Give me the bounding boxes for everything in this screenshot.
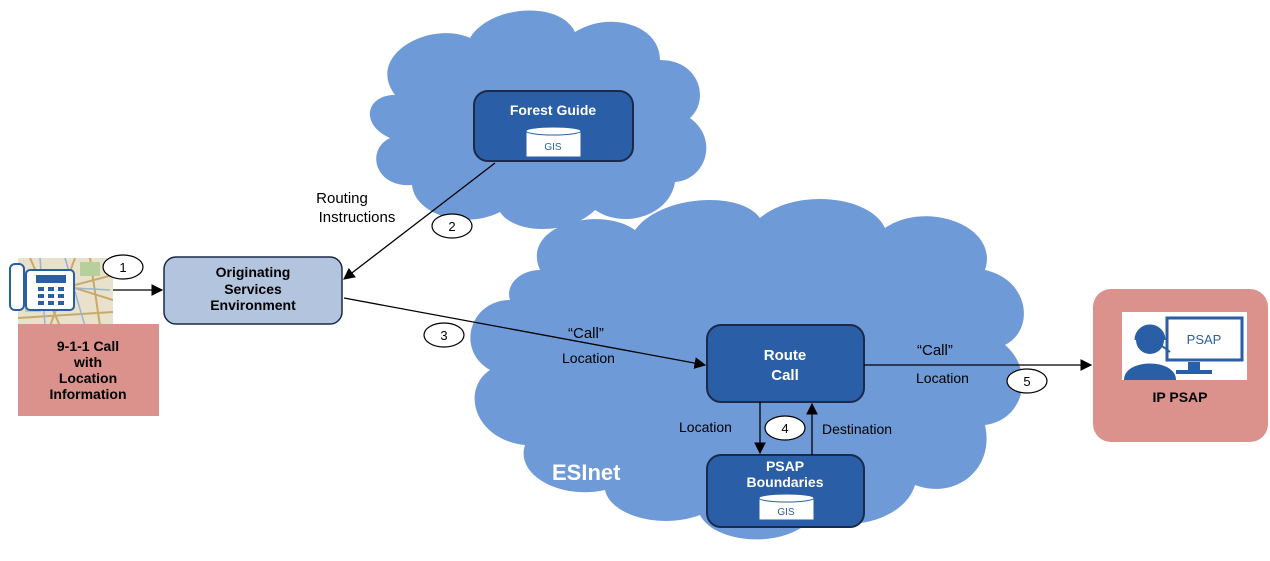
psap-boundaries-line2: Boundaries: [746, 474, 823, 490]
route-call-line2: Call: [771, 367, 799, 384]
arrow-forest-to-ose: [343, 162, 496, 280]
svg-text:4: 4: [781, 421, 788, 436]
svg-text:1: 1: [119, 260, 126, 275]
svg-text:2: 2: [448, 219, 455, 234]
gis-label: GIS: [544, 142, 562, 153]
psap-boundaries-box: PSAP Boundaries GIS: [706, 454, 865, 528]
gis-label: GIS: [777, 507, 795, 518]
esinet-label: ESInet: [552, 460, 621, 485]
caller-line3: Location: [59, 370, 117, 386]
ip-psap-label: IP PSAP: [1153, 389, 1208, 405]
originating-services-box: Originating Services Environment: [163, 256, 343, 325]
ip-psap-box: PSAP IP PSAP: [1093, 289, 1268, 442]
step-marker: 5: [1006, 368, 1048, 394]
call-label-in: “Call”: [568, 325, 604, 342]
forest-guide-label: Forest Guide: [510, 102, 597, 118]
ose-line1: Originating: [216, 264, 291, 280]
svg-text:3: 3: [440, 328, 447, 343]
caller-line1: 9-1-1 Call: [57, 338, 119, 354]
caller-line2: with: [73, 354, 102, 370]
telephone-icon: [9, 263, 75, 311]
route-call-box: Route Call: [706, 324, 865, 403]
caller-group: 9-1-1 Call with Location Information: [9, 258, 159, 416]
edges: [113, 162, 1093, 455]
psap-boundaries-line1: PSAP: [766, 458, 804, 474]
database-icon: [525, 126, 582, 158]
screen-text: PSAP: [1187, 332, 1222, 347]
call-label-out: “Call”: [917, 342, 953, 359]
step-marker: 2: [431, 213, 473, 239]
location-label-in: Location: [562, 350, 615, 366]
step-marker: 4: [764, 415, 806, 441]
ose-line2: Services: [224, 281, 282, 297]
step-marker: 3: [423, 322, 465, 348]
arrow-ose-to-route: [343, 297, 707, 369]
location-label-out: Location: [916, 370, 969, 386]
routing-label-line2: Instructions: [319, 209, 396, 226]
operator-icon: [1122, 312, 1247, 380]
caller-line4: Information: [50, 386, 127, 402]
forest-guide-box: Forest Guide GIS: [473, 90, 634, 162]
routing-label-line1: Routing: [316, 190, 368, 207]
ose-line3: Environment: [210, 297, 296, 313]
database-icon: [758, 493, 815, 521]
step-marker: 1: [102, 254, 144, 280]
route-call-line1: Route: [764, 347, 807, 364]
location-down-label: Location: [679, 419, 732, 435]
svg-text:5: 5: [1023, 374, 1030, 389]
destination-up-label: Destination: [822, 421, 892, 437]
